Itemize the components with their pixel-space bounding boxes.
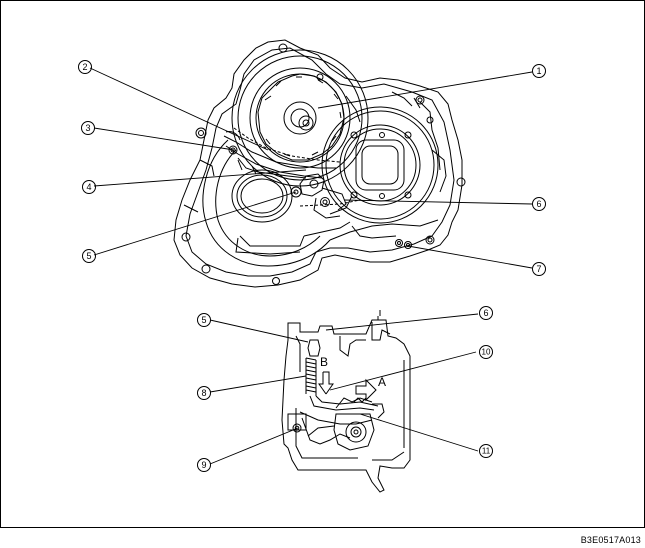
- callout-circles: [78, 60, 546, 472]
- right-gear-assembly: [321, 106, 439, 224]
- callout-2: [78, 60, 92, 74]
- callout-5b: [197, 313, 211, 327]
- case-outline: [173, 39, 463, 288]
- detail-view: [281, 310, 411, 493]
- case-bolt-holes: [181, 43, 466, 285]
- callout-7-text: 7: [536, 264, 541, 274]
- detail-housing-outline: [281, 319, 411, 493]
- callout-5: [82, 249, 96, 263]
- callout-numbers: 1 2 3 4 5 6 7 5 6 8 10 9 11: [82, 62, 541, 470]
- callout-10: [479, 345, 493, 359]
- callout-2-text: 2: [82, 62, 87, 72]
- figure-code: B3E0517A013: [580, 535, 641, 545]
- arrow-b-label: B: [320, 355, 328, 369]
- callout-3: [81, 121, 95, 135]
- callout-9: [197, 458, 211, 472]
- leader-lines: [89, 67, 533, 465]
- shift-linkage: [223, 127, 361, 219]
- callout-6b-text: 6: [483, 308, 488, 318]
- upper-gear-assembly: [231, 49, 369, 187]
- callout-4: [82, 180, 96, 194]
- callout-3-text: 3: [85, 123, 90, 133]
- callout-6-text: 6: [536, 199, 541, 209]
- callout-5-text: 5: [86, 251, 91, 261]
- callout-5b-text: 5: [201, 315, 206, 325]
- detent-spring: [305, 339, 321, 396]
- callout-10-text: 10: [482, 348, 491, 357]
- callout-6: [532, 197, 546, 211]
- callout-11-text: 11: [482, 447, 491, 456]
- case-inner-flange: [185, 47, 455, 277]
- callout-11: [479, 444, 493, 458]
- callout-6b: [479, 306, 493, 320]
- callout-1: [532, 64, 546, 78]
- transaxle-case-view: [173, 39, 466, 288]
- differential-bore: [231, 169, 293, 223]
- arrow-a-right: [355, 378, 377, 402]
- callout-1-text: 1: [536, 66, 541, 76]
- callout-7: [532, 262, 546, 276]
- detail-linkage: [287, 395, 385, 451]
- callout-8: [197, 386, 211, 400]
- callout-4-text: 4: [86, 182, 91, 192]
- arrow-b-up: [318, 371, 334, 395]
- arrow-a-label: A: [378, 375, 386, 389]
- callout-9-text: 9: [201, 460, 206, 470]
- callout-8-text: 8: [201, 388, 206, 398]
